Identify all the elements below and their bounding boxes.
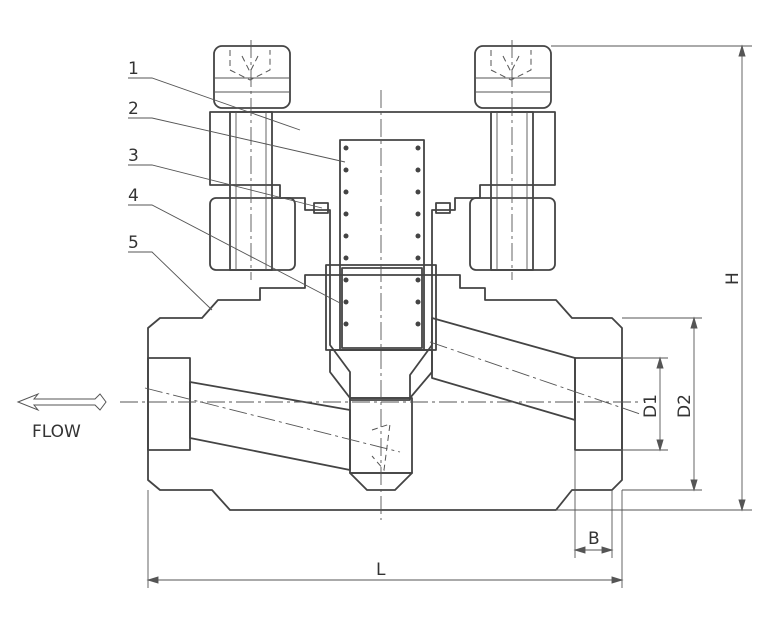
bonnet-left-flange xyxy=(209,197,296,271)
callout-5: 5 xyxy=(128,233,139,253)
flow-arrow-icon xyxy=(16,392,107,412)
bonnet-right-flange xyxy=(469,197,556,271)
right-bolt xyxy=(474,40,552,280)
outlet-passage xyxy=(431,317,576,421)
dim-D1-label: D1 xyxy=(641,394,661,418)
inlet-axis xyxy=(144,387,401,453)
valve-body xyxy=(147,274,623,511)
dim-L-label: L xyxy=(376,560,386,580)
left-bolt xyxy=(213,40,291,280)
callout-2: 2 xyxy=(128,99,139,119)
disc-cone xyxy=(349,472,413,491)
disc-inner xyxy=(341,267,423,349)
spring xyxy=(343,145,421,327)
body-outline xyxy=(147,274,623,511)
bonnet-outline xyxy=(209,111,556,276)
callout-leaders xyxy=(128,77,346,311)
outlet-bore xyxy=(574,357,623,451)
dim-B-label: B xyxy=(588,529,600,549)
dim-D2-label: D2 xyxy=(675,394,695,418)
callout-4: 4 xyxy=(128,186,139,206)
piston-chamber xyxy=(339,139,425,351)
bonnet xyxy=(209,111,556,276)
gasket-right xyxy=(435,202,451,214)
dim-H-label: H xyxy=(723,272,743,285)
inlet-passage xyxy=(189,381,351,471)
outlet-axis xyxy=(429,341,641,415)
inlet-bore xyxy=(147,357,191,451)
dimension-lines xyxy=(146,44,752,588)
callout-1: 1 xyxy=(128,59,139,79)
callout-3: 3 xyxy=(128,146,139,166)
disc-assembly xyxy=(313,139,451,491)
flow-label: FLOW xyxy=(32,422,81,442)
gasket-left xyxy=(313,202,329,214)
